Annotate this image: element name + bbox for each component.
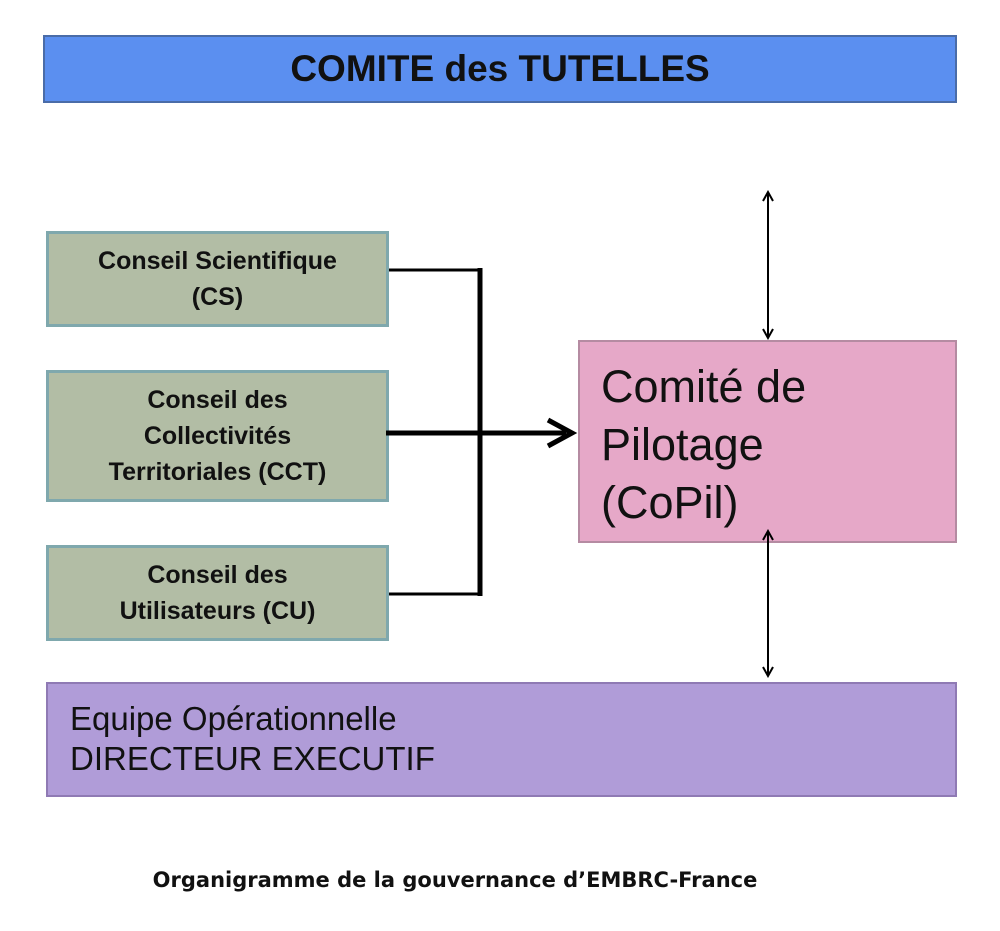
conseil-scientifique-box: Conseil Scientifique (CS) xyxy=(46,231,389,327)
conseil-collectivites-box: Conseil des Collectivités Territoriales … xyxy=(46,370,389,502)
comite-des-tutelles-box: COMITE des TUTELLES xyxy=(43,35,957,103)
equipe-line-1: Equipe Opérationnelle xyxy=(70,700,397,737)
conseil-scientifique-line-2: (CS) xyxy=(191,283,244,311)
conseil-collectivites-line-2: Collectivités xyxy=(143,422,292,450)
equipe-operationnelle-box: Equipe Opérationnelle DIRECTEUR EXECUTIF xyxy=(46,682,957,797)
copil-line-3: (CoPil) xyxy=(601,477,739,528)
copil-line-2: Pilotage xyxy=(601,419,764,470)
equipe-line-2: DIRECTEUR EXECUTIF xyxy=(70,740,435,777)
comite-des-tutelles-label: COMITE des TUTELLES xyxy=(290,48,710,89)
copil-line-1: Comité de xyxy=(601,361,807,412)
conseil-collectivites-line-1: Conseil des xyxy=(147,386,288,414)
comite-de-pilotage-box: Comité de Pilotage (CoPil) xyxy=(578,340,957,543)
councils-to-copil-arrow xyxy=(386,417,578,449)
conseil-utilisateurs-line-2: Utilisateurs (CU) xyxy=(119,597,316,625)
conseil-utilisateurs-line-1: Conseil des xyxy=(147,561,288,589)
diagram-caption: Organigramme de la gouvernance d’EMBRC-F… xyxy=(152,868,758,892)
conseil-utilisateurs-box: Conseil des Utilisateurs (CU) xyxy=(46,545,389,641)
conseil-collectivites-line-3: Territoriales (CCT) xyxy=(108,458,327,486)
conseil-scientifique-line-1: Conseil Scientifique xyxy=(98,247,337,275)
